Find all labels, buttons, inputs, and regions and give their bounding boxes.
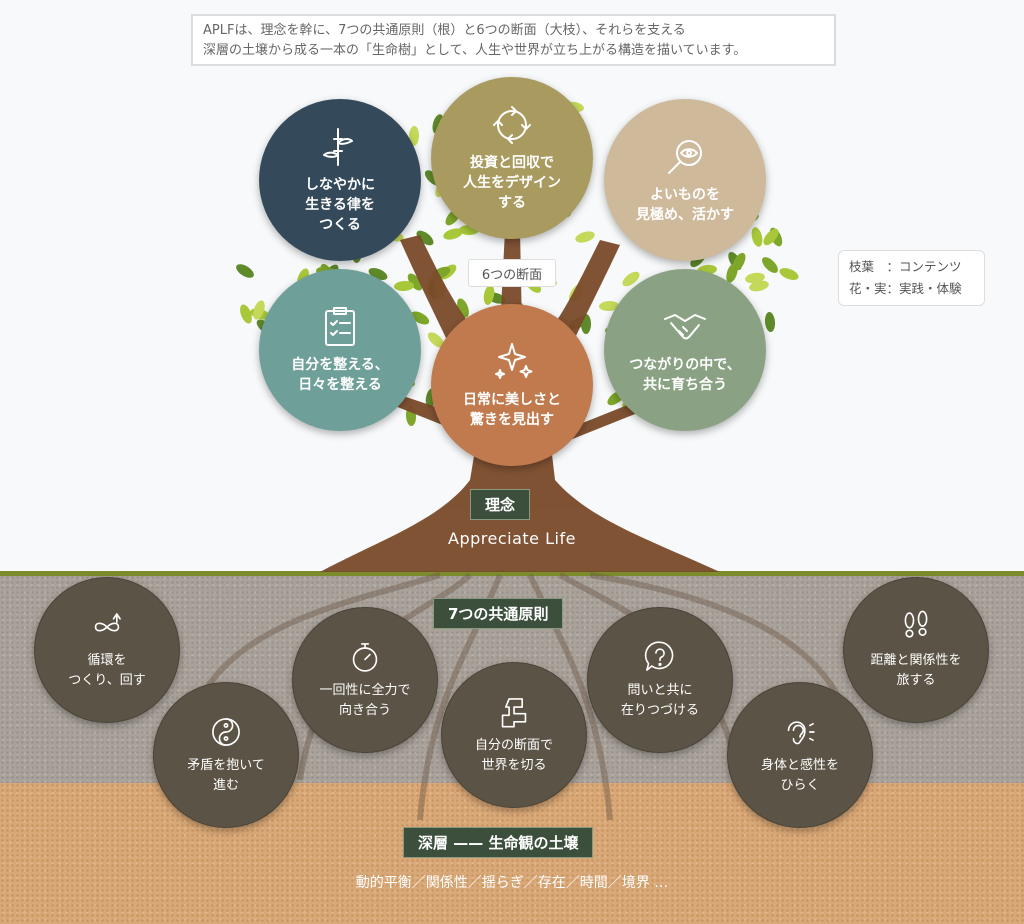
handshake-icon (664, 314, 706, 340)
leaf (394, 280, 414, 292)
infinity-arrow-icon (94, 613, 121, 632)
question-bubble-icon (644, 641, 674, 671)
section-text: 投資と回収で 人生をデザイン する (463, 155, 561, 211)
principles-label: 7つの共通原則 (433, 598, 564, 629)
legend-box: 枝葉 ：コンテンツ 花・実：実践・体験 (838, 250, 985, 306)
leaf (751, 227, 763, 247)
section-circle[interactable]: 投資と回収で 人生をデザイン する (431, 77, 593, 239)
section-circle[interactable]: 自分を整える、 日々を整える (259, 269, 421, 431)
section-text: よいものを 見極め、活かす (636, 187, 734, 223)
section-circle[interactable]: つながりの中で、 共に育ち合う (604, 269, 766, 431)
leaf (236, 264, 254, 278)
leaf (763, 228, 779, 246)
clipboard-icon (325, 307, 355, 346)
intro-line: 深層の土壌から成る一本の「生命樹」として、人生や世界が立ち上がる構造を描いていま… (203, 43, 747, 58)
section-text: 日常に美しさと 驚きを見出す (463, 392, 561, 428)
principle-text: 身体と感性を ひらく (760, 758, 839, 793)
intro-line: APLFは、理念を幹に、7つの共通原則（根）と6つの断面（大枝）、それらを支える (203, 23, 686, 38)
principle-circle[interactable]: 矛盾を抱いて 進む (153, 682, 299, 828)
leaf (443, 228, 463, 240)
eye-magnifier-icon (668, 140, 702, 174)
leaf (240, 304, 252, 324)
section-text: 自分を整える、 日々を整える (291, 357, 389, 393)
leaf (764, 312, 776, 332)
sparkles-icon (495, 343, 533, 379)
stopwatch-icon (352, 643, 378, 672)
principle-circle[interactable]: 自分の断面で 世界を切る (441, 662, 587, 808)
philosophy-label: 理念 (470, 489, 531, 520)
soil-keywords: 動的平衡／関係性／揺らぎ／存在／時間／境界 … (355, 875, 669, 891)
leaf (749, 280, 769, 292)
sections-label: 6つの断面 (468, 259, 556, 287)
principle-circle[interactable]: 一回性に全力で 向き合う (292, 607, 438, 753)
principle-circle[interactable]: 循環を つくり、回す (34, 577, 180, 723)
yin-yang-icon (212, 718, 240, 746)
legend-line: 枝葉 ：コンテンツ (849, 259, 962, 274)
intro-text-box: APLFは、理念を幹に、7つの共通原則（根）と6つの断面（大枝）、それらを支える… (191, 14, 836, 66)
principle-text: 循環を つくり、回す (68, 653, 146, 688)
leaf (416, 230, 434, 246)
principle-circle[interactable]: 距離と関係性を 旅する (843, 577, 989, 723)
principle-text: 問いと共に 在りつづける (620, 683, 700, 718)
leaf (427, 332, 445, 348)
principle-text: 距離と関係性を 旅する (870, 653, 962, 688)
leaf (762, 257, 778, 273)
cycle-icon (493, 106, 531, 144)
section-circle[interactable]: 日常に美しさと 驚きを見出す (431, 304, 593, 466)
principle-circle[interactable]: 問いと共に 在りつづける (587, 607, 733, 753)
leaf (483, 285, 495, 305)
legend-line: 花・実：実践・体験 (849, 281, 962, 296)
footprints-icon (904, 610, 928, 638)
leaf (575, 231, 595, 243)
section-text: つながりの中で、 共に育ち合う (629, 357, 741, 393)
principle-text: 自分の断面で 世界を切る (474, 738, 553, 773)
leaf (410, 311, 430, 325)
leaf (726, 263, 738, 283)
section-text: しなやかに 生きる律を つくる (305, 177, 375, 233)
cut-shape-icon (501, 698, 527, 728)
principle-text: 一回性に全力で 向き合う (319, 683, 411, 718)
ground-line (0, 571, 1024, 576)
bamboo-icon (323, 128, 353, 166)
section-circle[interactable]: よいものを 見極め、活かす (604, 99, 766, 261)
philosophy-value: Appreciate Life (448, 529, 576, 548)
section-circle[interactable]: しなやかに 生きる律を つくる (259, 99, 421, 261)
principle-text: 矛盾を抱いて 進む (187, 758, 265, 793)
leaf (622, 271, 640, 287)
leaf (253, 300, 265, 320)
leaf (779, 268, 799, 280)
principle-circle[interactable]: 身体と感性を ひらく (727, 682, 873, 828)
leaf (745, 272, 765, 284)
ear-icon (787, 721, 815, 745)
soil-label: 深層 —— 生命観の土壌 (403, 827, 594, 858)
leaf (407, 273, 423, 291)
